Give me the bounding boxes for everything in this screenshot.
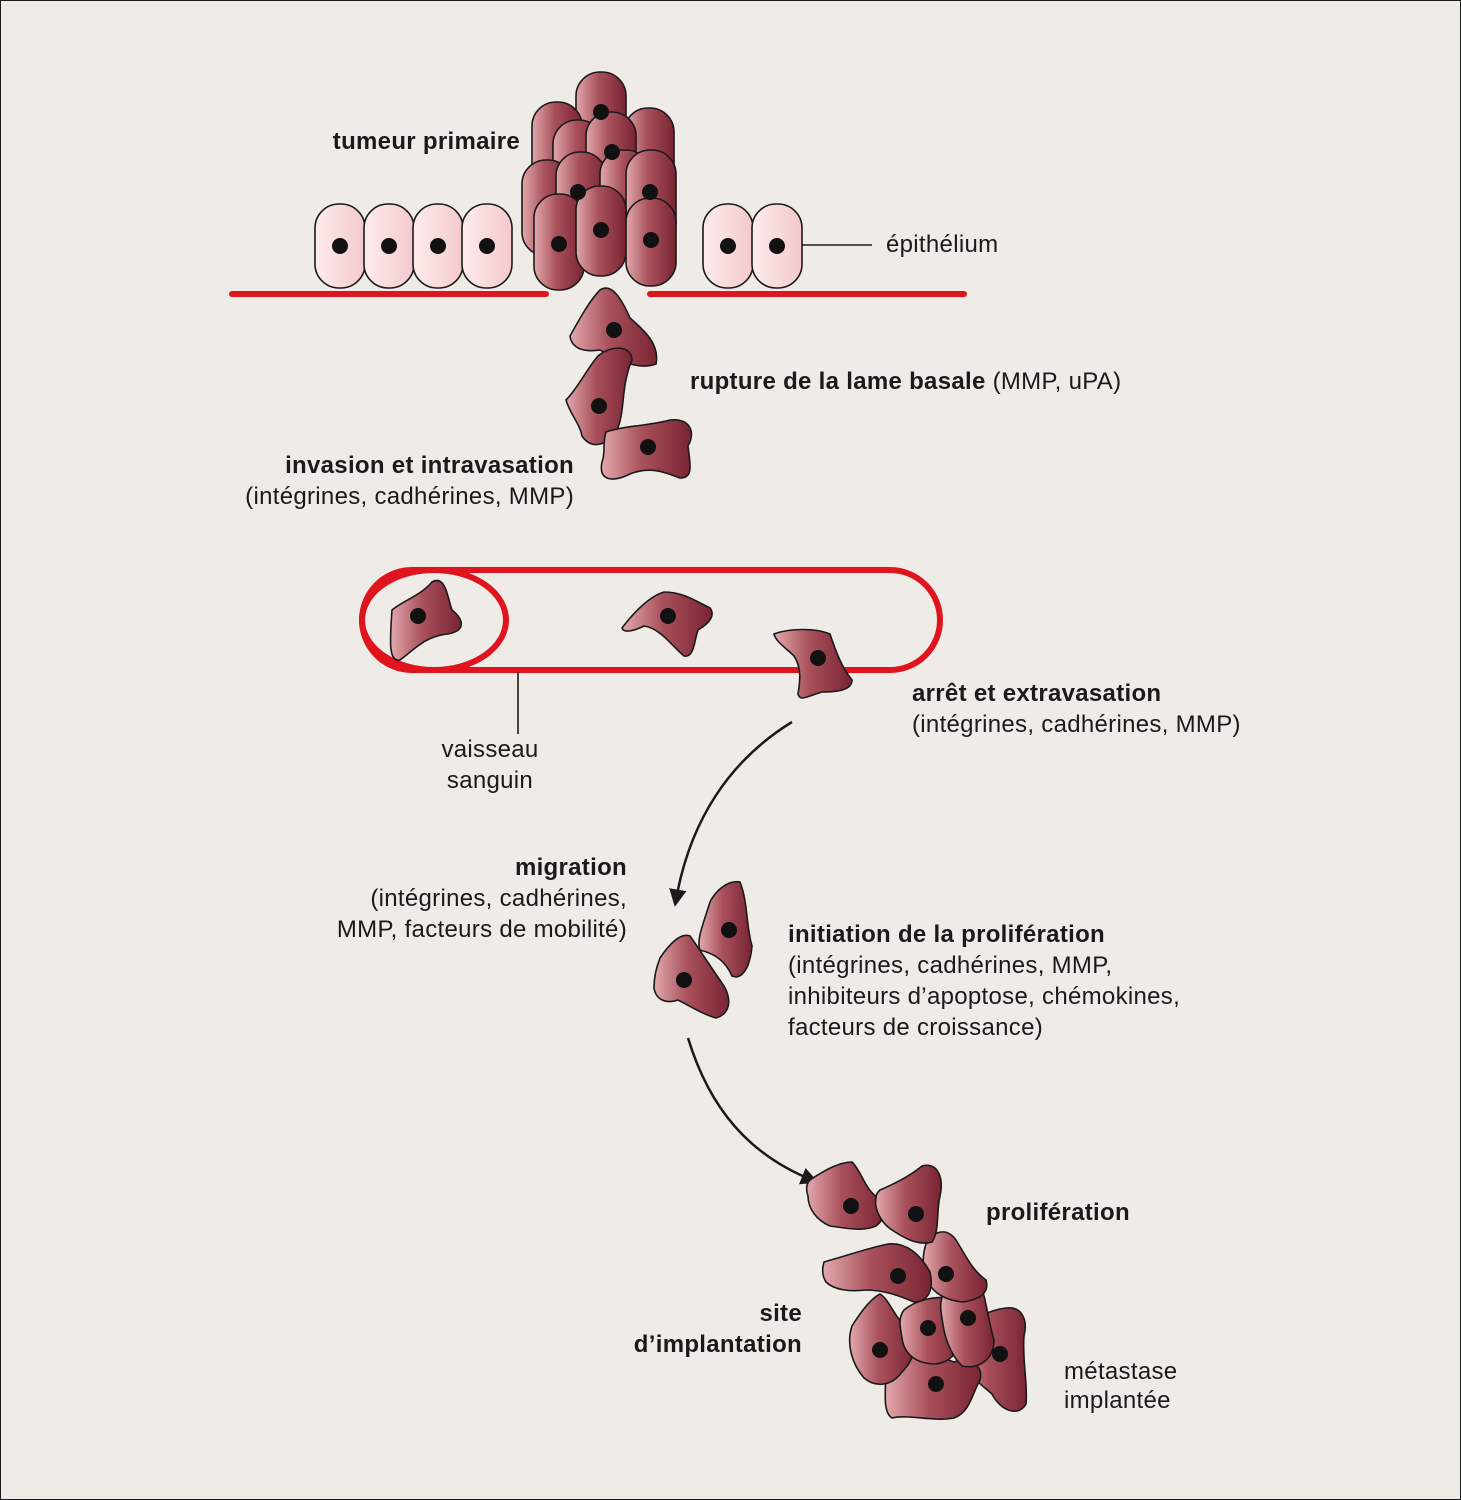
label-arrest: arrêt et extravasation (intégrines, cadh… [912, 678, 1241, 740]
label-basal-rupture-title: rupture de la lame basale [690, 368, 986, 395]
arrow-migration [669, 720, 793, 907]
label-initiation-title: initiation de la prolifération [788, 921, 1106, 948]
label-arrest-title: arrêt et extravasation [912, 680, 1162, 707]
label-implantation-site: site d’implantation [634, 1298, 802, 1360]
label-migration-detail1: (intégrines, cadhérines, [370, 885, 627, 912]
invading-cells [565, 287, 693, 480]
primary-tumor [521, 71, 677, 291]
label-site-line1: site [759, 1300, 802, 1327]
label-initiation: initiation de la prolifération (intégrin… [788, 919, 1180, 1043]
label-vessel-line2: sanguin [446, 767, 534, 794]
label-invasion: invasion et intravasation (intégrines, c… [245, 450, 574, 512]
label-arrest-detail: (intégrines, cadhérines, MMP) [912, 711, 1241, 738]
label-blood-vessel: vaisseau sanguin [410, 734, 570, 796]
migrating-cells [653, 880, 753, 1019]
label-initiation-detail1: (intégrines, cadhérines, MMP, [788, 952, 1113, 979]
label-site-line2: d’implantation [633, 1331, 802, 1358]
circulating-cells [389, 579, 853, 699]
label-metastasis-line1: métastase [1064, 1358, 1178, 1385]
label-vessel-line1: vaisseau [441, 736, 539, 763]
metastasis-cluster [805, 1161, 1028, 1420]
label-metastasis-line2: implantée [1064, 1387, 1171, 1414]
epithelium-cells [314, 203, 803, 289]
label-invasion-title: invasion et intravasation [285, 452, 574, 479]
label-migration-title: migration [514, 854, 627, 881]
blood-vessel [359, 567, 943, 673]
label-initiation-detail3: facteurs de croissance) [788, 1014, 1044, 1041]
label-primary-tumor: tumeur primaire [332, 128, 520, 155]
label-basal-rupture-detail: (MMP, uPA) [985, 368, 1122, 395]
label-epithelium: épithélium [886, 231, 999, 258]
label-basal-rupture: rupture de la lame basale (MMP, uPA) [690, 366, 1121, 397]
label-initiation-detail2: inhibiteurs d’apoptose, chémokines, [788, 983, 1181, 1010]
label-migration: migration (intégrines, cadhérines, MMP, … [337, 852, 627, 945]
arrow-proliferation [686, 1037, 819, 1185]
label-invasion-detail: (intégrines, cadhérines, MMP) [245, 483, 574, 510]
label-migration-detail2: MMP, facteurs de mobilité) [336, 916, 627, 943]
label-metastasis: métastase implantée [1064, 1357, 1177, 1415]
label-proliferation: prolifération [986, 1199, 1130, 1226]
